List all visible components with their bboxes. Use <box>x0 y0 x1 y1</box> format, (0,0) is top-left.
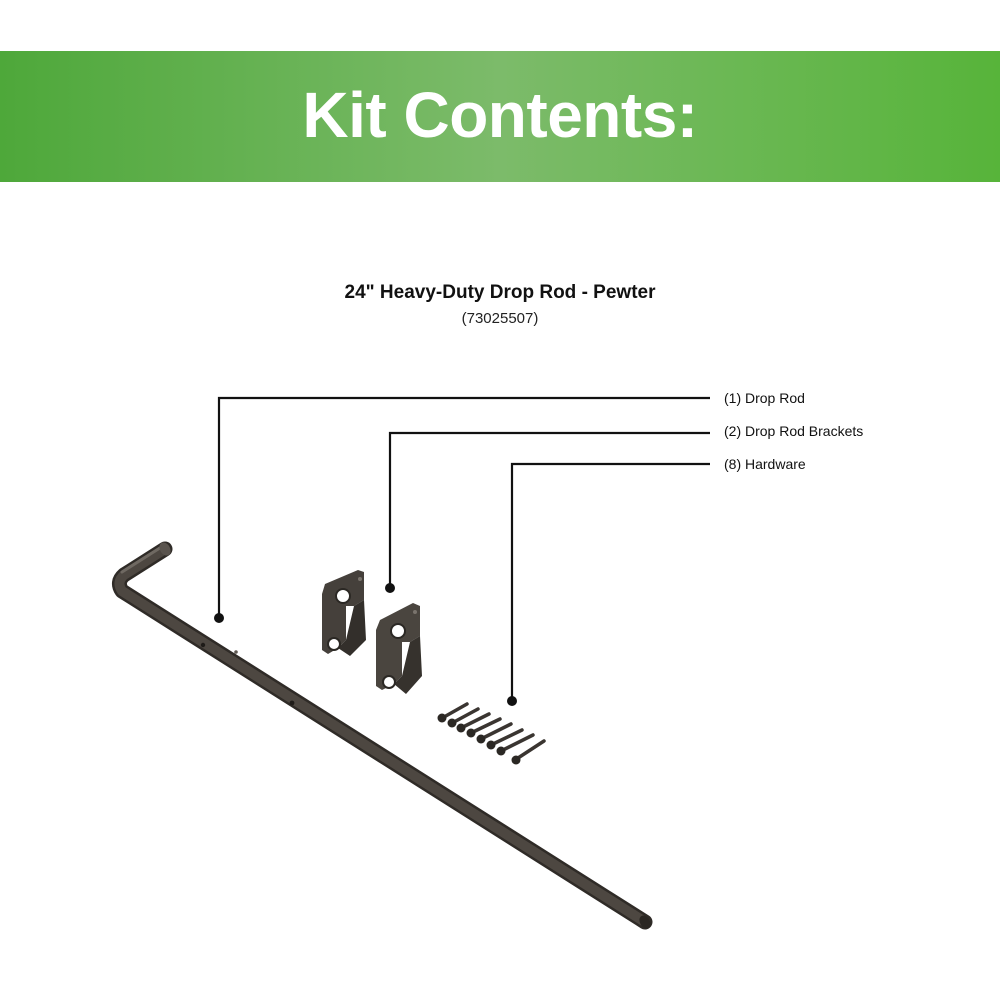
banner-title: Kit Contents: <box>302 78 698 151</box>
drop-rod-bracket-1 <box>322 570 366 656</box>
drop-rod-illustration <box>111 541 653 930</box>
callout-leader-drop-rod-brackets <box>385 431 710 593</box>
callout-label-drop-rod: (1) Drop Rod <box>724 390 805 406</box>
hardware-screws <box>437 702 546 765</box>
product-sku: (73025507) <box>461 310 539 327</box>
product-title: 24" Heavy-Duty Drop Rod - Pewter <box>344 282 656 303</box>
drop-rod-bracket-2 <box>376 603 422 694</box>
callout-leader-hardware <box>507 462 710 706</box>
screw-3 <box>456 712 491 733</box>
screw-4 <box>466 717 502 738</box>
screw-6 <box>486 728 524 750</box>
callout-label-drop-rod-brackets: (2) Drop Rod Brackets <box>724 423 864 439</box>
callout-label-hardware: (8) Hardware <box>724 456 806 472</box>
screw-8 <box>511 739 546 765</box>
callout-leader-drop-rod <box>214 396 710 623</box>
screw-2 <box>447 707 480 728</box>
screw-7 <box>496 733 535 756</box>
kit-contents-banner: Kit Contents: <box>0 51 1000 182</box>
screw-1 <box>437 702 469 723</box>
screw-5 <box>476 722 513 744</box>
